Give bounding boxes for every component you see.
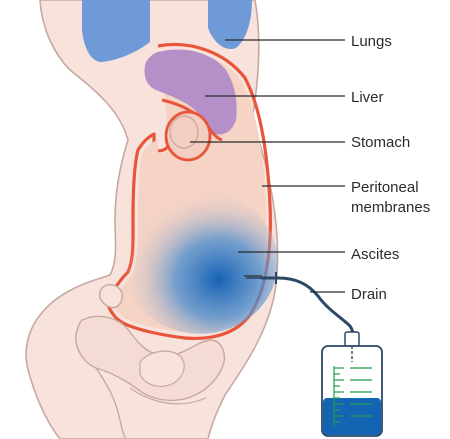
label-liver: Liver [351, 89, 384, 107]
bag-connector [345, 332, 359, 346]
label-stomach: Stomach [351, 134, 410, 152]
ascites-fluid [122, 190, 278, 334]
stomach-shape [166, 112, 210, 160]
label-peritoneal-membranes: Peritoneal membranes [351, 178, 430, 218]
label-ascites: Ascites [351, 246, 399, 264]
label-lungs: Lungs [351, 33, 392, 51]
label-drain: Drain [351, 286, 387, 304]
label-peritoneal-line2: membranes [351, 198, 430, 218]
label-peritoneal-line1: Peritoneal [351, 178, 430, 198]
